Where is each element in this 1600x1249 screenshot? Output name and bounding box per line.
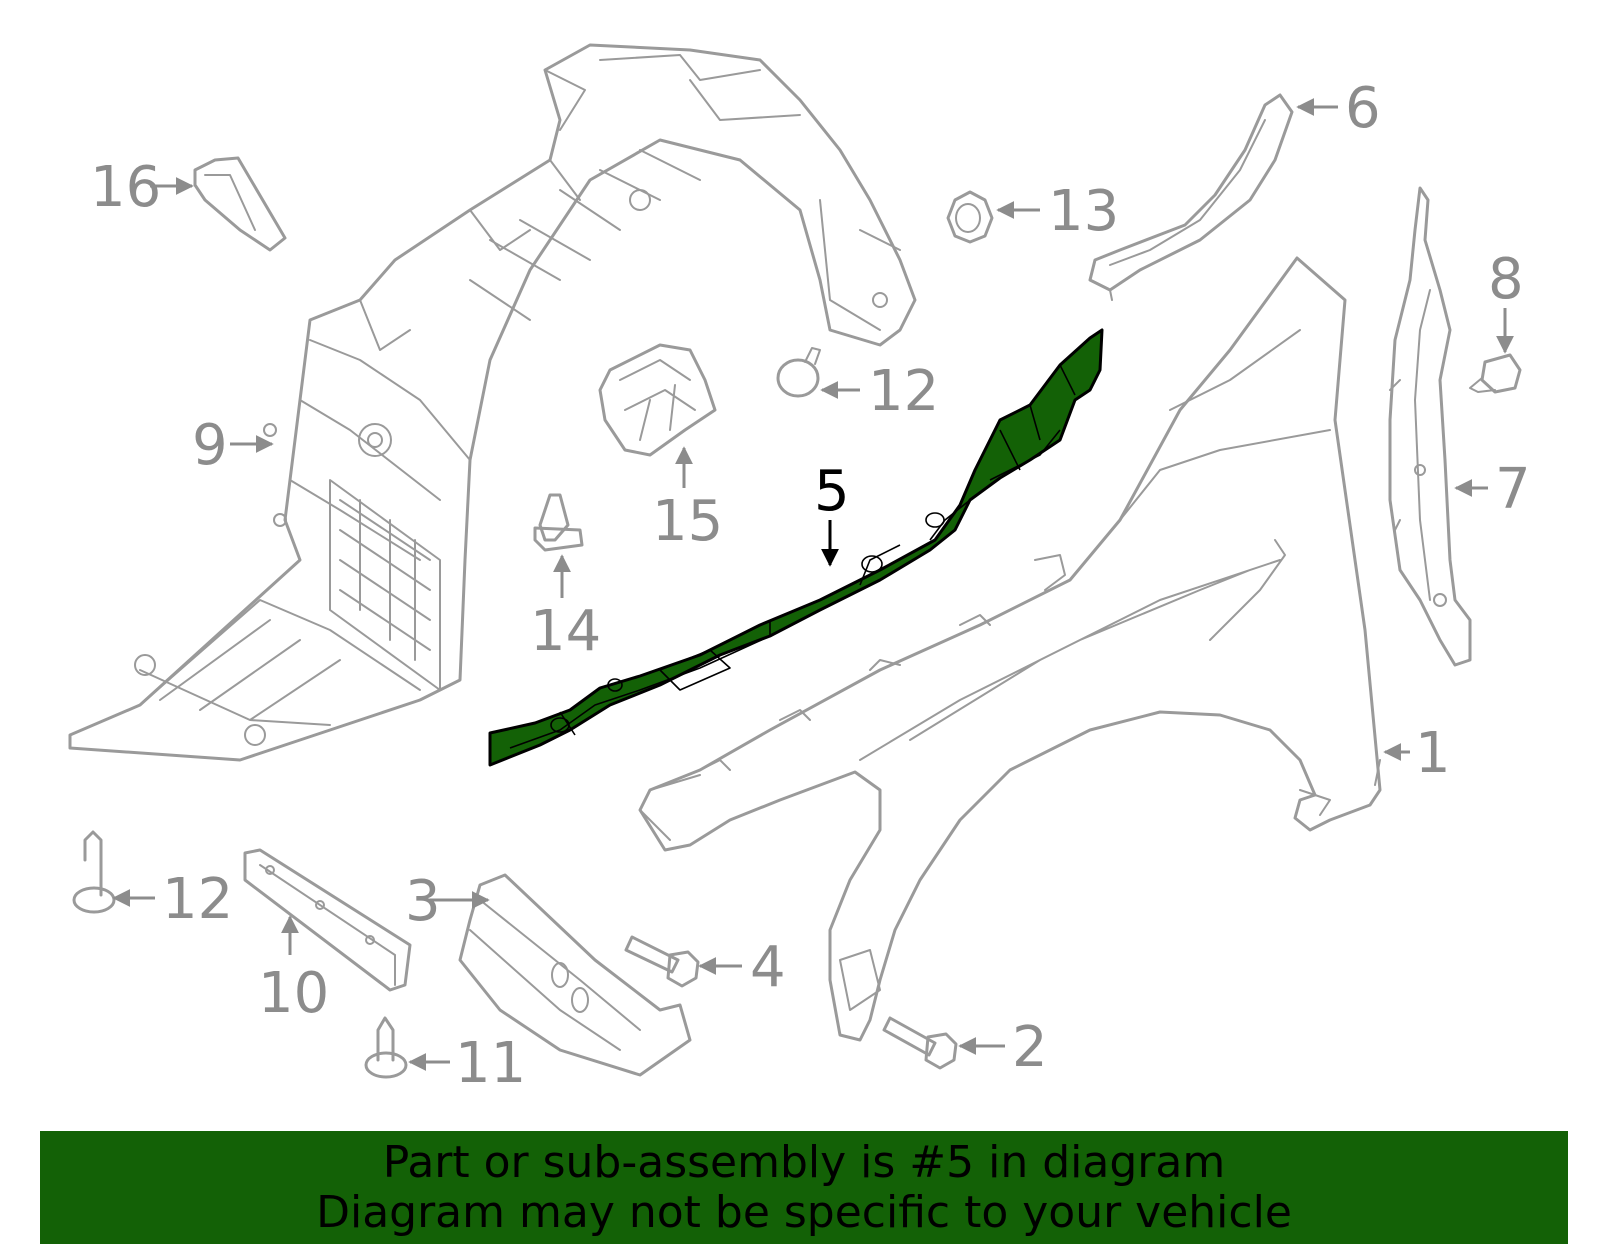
callout-11: 11 <box>455 1031 526 1096</box>
part-8-clip <box>1469 353 1522 394</box>
part-6-support <box>1088 93 1294 301</box>
banner-line-2: Diagram may not be specific to your vehi… <box>316 1186 1292 1238</box>
part-3-bracket <box>458 873 692 1077</box>
part-9-fender-liner <box>68 43 917 762</box>
part-4-bolt <box>624 935 700 988</box>
callout-4: 4 <box>750 935 786 1000</box>
part-12-clip-top <box>776 347 821 398</box>
callout-14: 14 <box>530 599 601 664</box>
part-12-bolt-bottom <box>72 830 116 914</box>
part-15-bracket <box>598 343 717 457</box>
callout-5: 5 <box>814 459 850 524</box>
callout-7: 7 <box>1495 457 1531 522</box>
callout-15: 15 <box>652 489 723 554</box>
callout-12-bottom: 12 <box>162 867 233 932</box>
part-14-push-clip <box>533 493 584 552</box>
callout-6: 6 <box>1345 76 1381 141</box>
disclaimer-banner: Part or sub-assembly is #5 in diagram Di… <box>40 1131 1568 1244</box>
part-16-bracket <box>193 156 287 252</box>
callout-labels: 1 2 3 4 5 6 7 8 9 10 11 12 12 13 14 15 1… <box>90 76 1531 1096</box>
part-13-nut <box>946 190 994 244</box>
part-2-bolt <box>882 1016 958 1070</box>
callout-13: 13 <box>1048 179 1119 244</box>
banner-line-1: Part or sub-assembly is #5 in diagram <box>382 1136 1226 1188</box>
callout-10: 10 <box>258 961 329 1026</box>
part-10-bracket <box>243 848 412 992</box>
callout-9: 9 <box>192 413 228 478</box>
callout-12-top: 12 <box>868 359 939 424</box>
part-5-reinforcement-highlighted <box>488 328 1104 767</box>
callout-16: 16 <box>90 155 161 220</box>
part-7-seal <box>1388 186 1472 667</box>
callout-1: 1 <box>1415 721 1451 786</box>
part-11-clip <box>364 1016 408 1079</box>
callout-2: 2 <box>1012 1015 1048 1080</box>
part-1-fender <box>638 256 1382 1042</box>
leader-lines <box>112 98 1514 1071</box>
callout-3: 3 <box>405 869 441 934</box>
callout-8: 8 <box>1488 247 1524 312</box>
